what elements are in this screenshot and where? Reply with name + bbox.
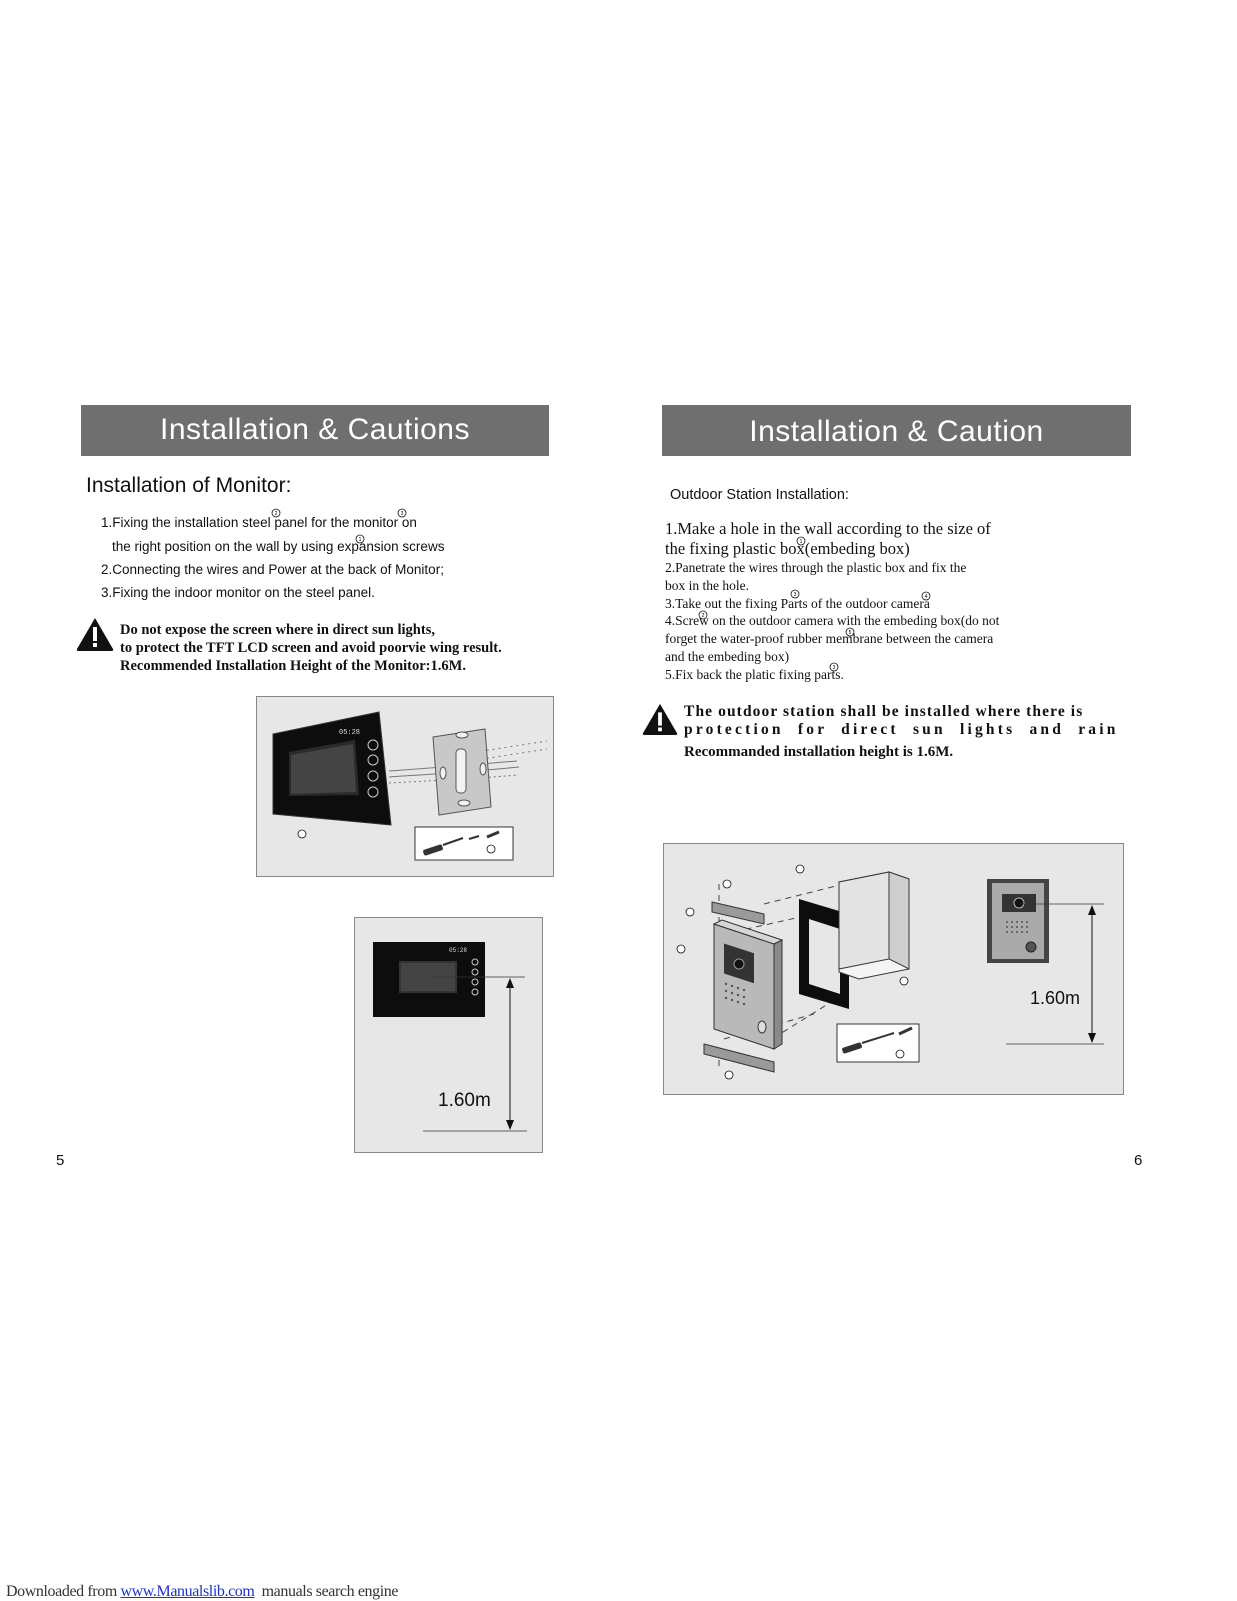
screw-icon <box>468 830 500 840</box>
right-step-1-cont: the fixing plastic box(embeding box) <box>665 539 910 558</box>
right-banner-title: Installation & Caution <box>749 415 1044 448</box>
left-warning-line-3: Recommended Installation Height of the M… <box>120 658 466 674</box>
screwdriver-icon <box>423 837 464 856</box>
right-height-label: 1.60m <box>1030 988 1081 1008</box>
right-step-2-cont: box in the hole. <box>665 578 749 593</box>
outdoor-station-illustration: 1.60m <box>663 843 1124 1095</box>
warning-triangle-icon-right <box>642 703 678 736</box>
right-step-4-cont: forget the water-proof rubber membrane b… <box>665 631 994 646</box>
monitor-height-illustration: 05:28 1.60m <box>354 917 543 1153</box>
monitor-clock: 05:28 <box>339 729 360 737</box>
footer-suffix: manuals search engine <box>254 1583 399 1600</box>
right-step-1: 1.Make a hole in the wall according to t… <box>665 519 991 538</box>
left-step-2: 2.Connecting the wires and Power at the … <box>101 562 444 577</box>
right-step-3: 3.Take out the fixing Parts of the outdo… <box>665 596 930 611</box>
download-footer: Downloaded from www.Manualslib.com manua… <box>6 1583 398 1601</box>
footer-prefix: Downloaded from <box>6 1583 121 1600</box>
left-step-1: 1.Fixing the installation steel panel fo… <box>101 515 417 530</box>
outdoor-station-drawing <box>676 864 1104 1080</box>
left-section-heading: Installation of Monitor: <box>86 474 292 497</box>
left-banner-title: Installation & Cautions <box>159 413 470 446</box>
left-warning-line-2: to protect the TFT LCD screen and avoid … <box>120 640 502 656</box>
manualslib-link[interactable]: www.Manualslib.com <box>120 1583 255 1600</box>
monitor-clock-small: 05:28 <box>449 947 467 954</box>
right-step-5: 5.Fix back the platic fixing parts. <box>665 667 844 682</box>
left-height-label: 1.60m <box>438 1090 491 1111</box>
right-warning-line-1: The outdoor station shall be installed w… <box>684 703 1084 720</box>
warning-triangle-icon <box>76 618 114 651</box>
right-step-4: 4.Screw on the outdoor camera with the e… <box>665 613 1000 628</box>
left-warning-line-1: Do not expose the screen where in direct… <box>120 622 435 638</box>
right-page-number: 6 <box>1134 1152 1143 1169</box>
left-page-number: 5 <box>56 1152 65 1169</box>
screw-icon-right <box>898 1026 913 1036</box>
left-banner: Installation & Cautions <box>81 405 549 456</box>
monitor-height-drawing: 05:28 <box>373 942 527 1132</box>
screwdriver-icon-right <box>842 1042 862 1054</box>
right-section-heading: Outdoor Station Installation: <box>670 487 849 503</box>
monitor-install-drawing: 05:28 <box>272 711 548 861</box>
right-warning-line-2: protection for direct sun lights and rai… <box>684 721 1119 738</box>
left-step-3: 3.Fixing the indoor monitor on the steel… <box>101 585 375 600</box>
monitor-install-illustration: 05:28 <box>256 696 554 877</box>
right-warning-line-3: Recommanded installation height is 1.6M. <box>684 744 954 760</box>
left-step-1-cont: the right position on the wall by using … <box>112 539 445 554</box>
right-step-2: 2.Panetrate the wires through the plasti… <box>665 560 967 575</box>
right-banner: Installation & Caution <box>662 405 1131 456</box>
right-step-4-cont-2: and the embeding box) <box>665 649 790 664</box>
